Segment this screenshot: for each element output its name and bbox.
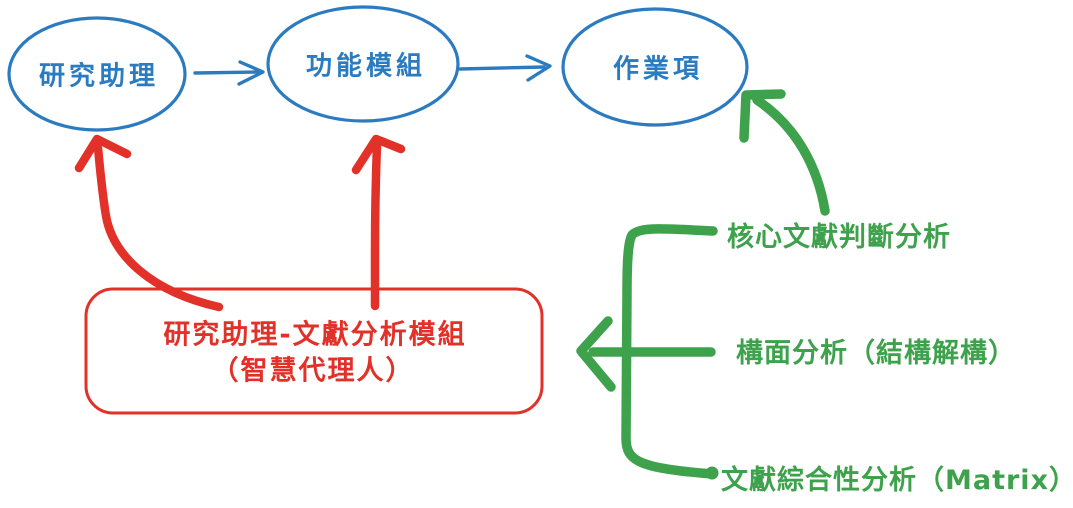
node-label-work-item: 作業項 bbox=[612, 54, 704, 85]
module-box-subtitle: （智慧代理人） bbox=[211, 355, 415, 387]
module-box-title: 研究助理-文獻分析模組 bbox=[163, 319, 467, 351]
node-label-research-assistant: 研究助理 bbox=[38, 61, 160, 92]
node-label-function-module: 功能模組 bbox=[305, 51, 427, 82]
green-bracket-end-dot bbox=[705, 466, 719, 480]
green-arrow-to-work-item bbox=[739, 89, 830, 216]
function-label-core-literature-analysis: 核心文獻判斷分析 bbox=[727, 222, 951, 253]
flow-arrow-1 bbox=[193, 60, 265, 86]
function-module-ellipse bbox=[266, 5, 460, 123]
green-bracket bbox=[621, 224, 718, 479]
green-arrow-to-module-box bbox=[576, 316, 716, 392]
research-assistant-ellipse bbox=[7, 16, 187, 132]
red-arrow-to-research-assistant bbox=[74, 134, 224, 312]
function-label-literature-matrix-analysis: 文獻綜合性分析（Matrix） bbox=[721, 465, 1073, 496]
function-label-dimension-analysis: 構面分析（結構解構） bbox=[736, 338, 1016, 369]
module-box-outline bbox=[84, 287, 544, 415]
flow-arrow-2 bbox=[458, 54, 552, 82]
work-item-ellipse bbox=[561, 7, 749, 127]
red-arrow-to-function-module bbox=[351, 134, 406, 311]
